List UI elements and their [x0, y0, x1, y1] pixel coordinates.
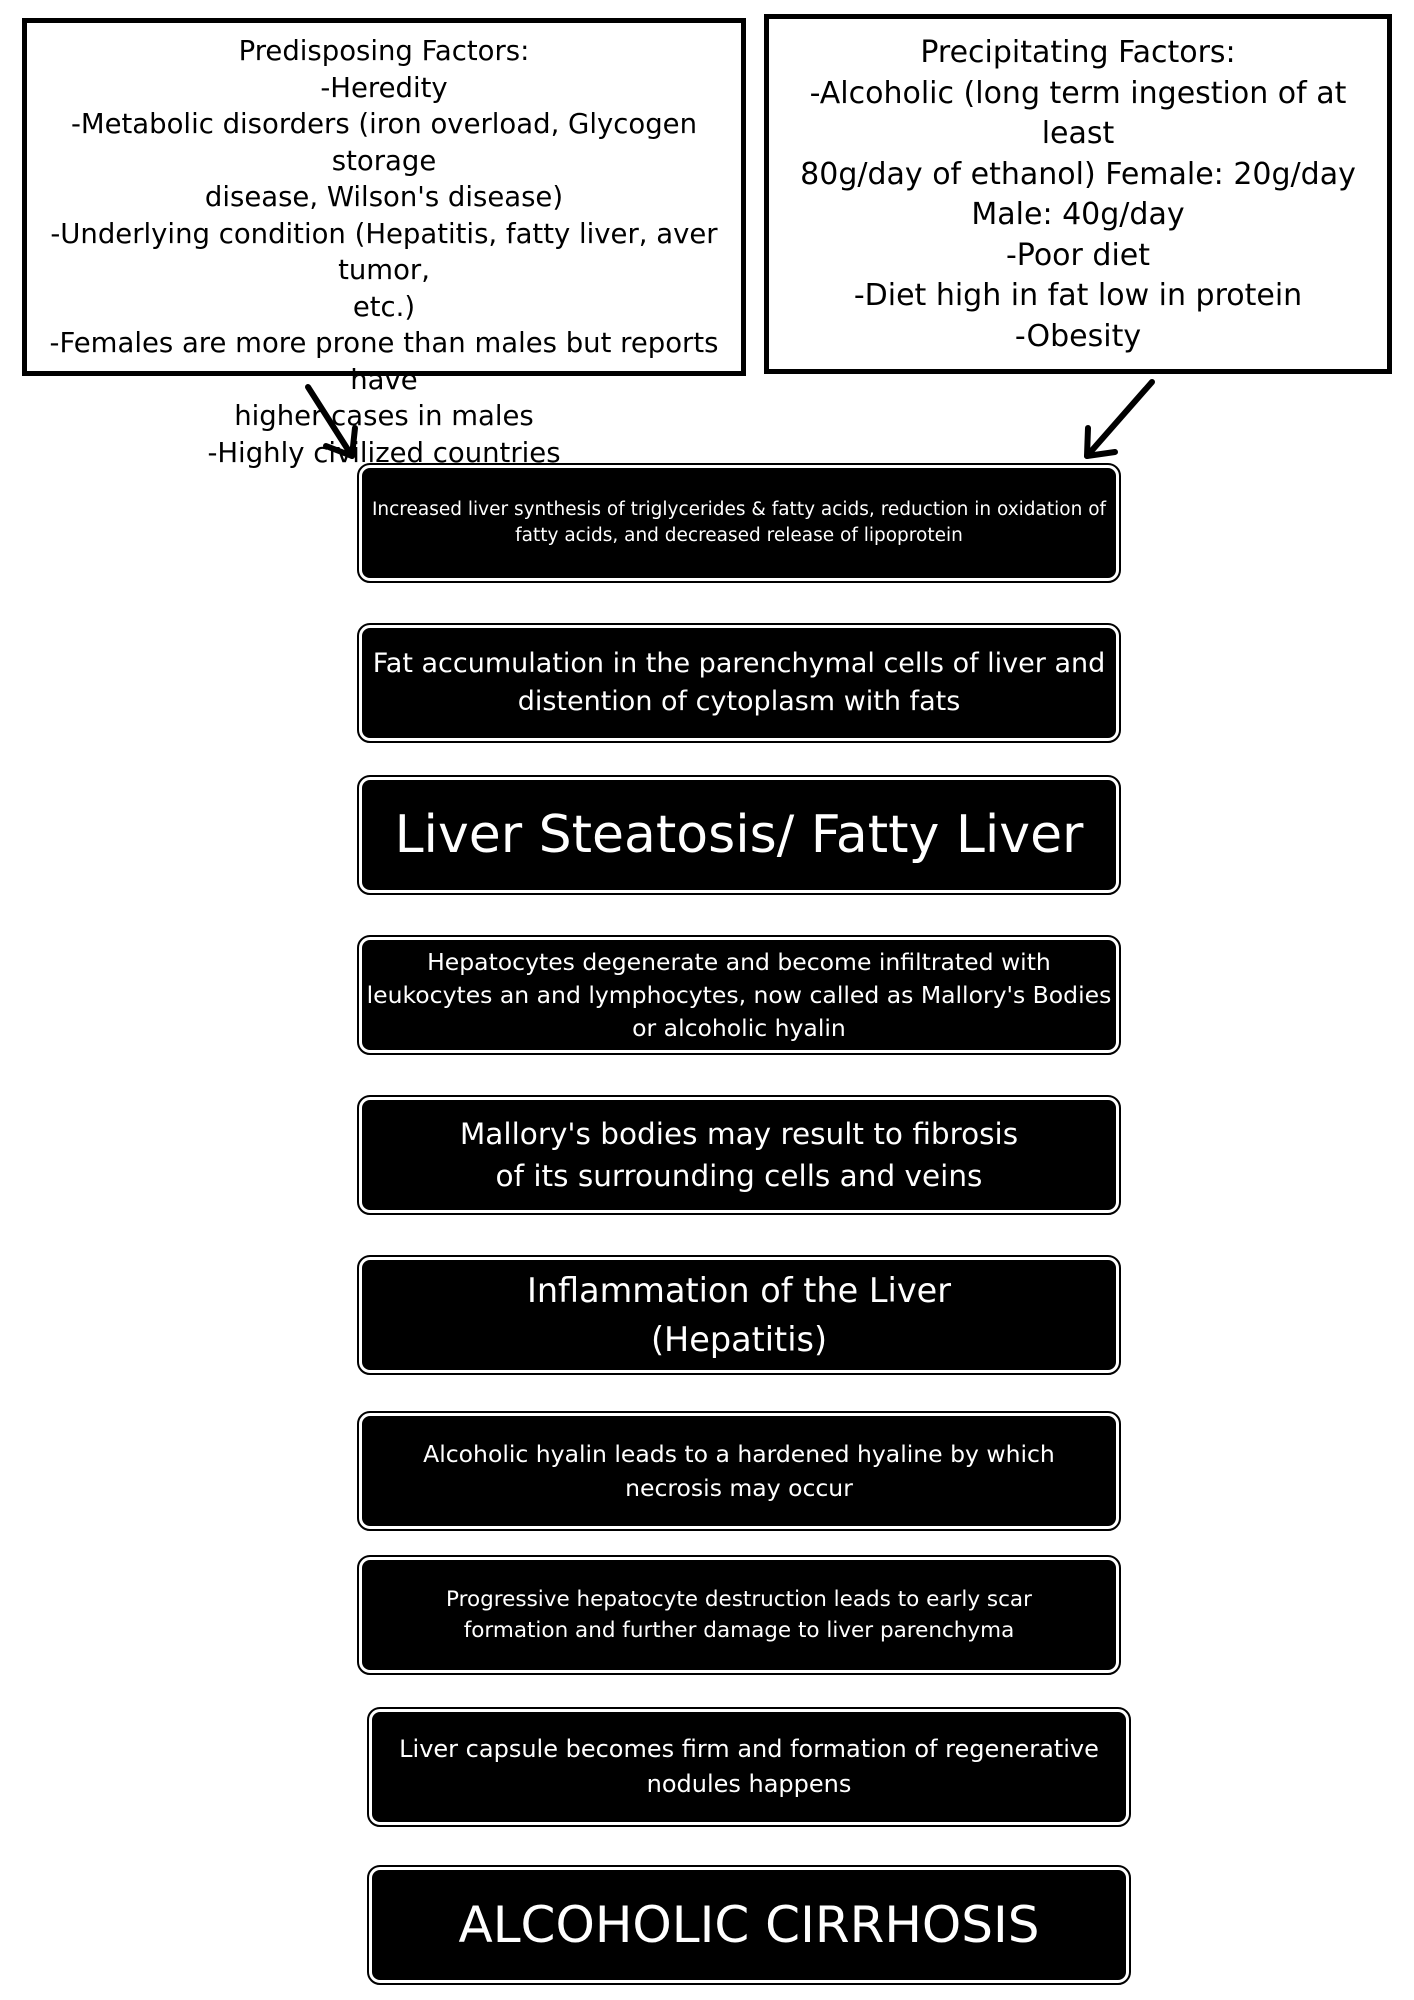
- predisposing-factor-line: etc.): [352, 290, 416, 323]
- step-fat-accumulation: Fat accumulation in the parenchymal cell…: [357, 623, 1121, 743]
- predisposing-factor-line: -Females are more prone than males but r…: [49, 327, 719, 396]
- step-text-line: of its surrounding cells and veins: [495, 1159, 983, 1193]
- predisposing-factor-line: higher cases in males: [234, 400, 534, 432]
- precipitating-factors-heading: Precipitating Factors:: [920, 35, 1236, 70]
- step-text-line: Progressive hepatocyte destruction leads…: [446, 1587, 1032, 1612]
- step-lipid-metabolism: Increased liver synthesis of triglycerid…: [357, 463, 1121, 583]
- precipitating-factor-line: -Alcoholic (long term ingestion of at le…: [809, 75, 1347, 152]
- step-alcoholic-cirrhosis: ALCOHOLIC CIRRHOSIS: [367, 1865, 1131, 1985]
- step-text-line: Liver Steatosis/ Fatty Liver: [394, 805, 1084, 865]
- step-text-line: necrosis may occur: [625, 1474, 853, 1502]
- step-text-line: (Hepatitis): [650, 1320, 828, 1359]
- precipitating-factor-line: Male: 40g/day: [971, 197, 1185, 232]
- precipitating-factor-line: -Poor diet: [1005, 237, 1151, 273]
- predisposing-factor-line: disease, Wilson's disease): [204, 181, 564, 213]
- step-text-line: leukocytes an and lymphocytes, now calle…: [366, 980, 1112, 1009]
- predisposing-factors-box: Predisposing Factors: -Heredity -Metabol…: [22, 18, 746, 469]
- step-liver-steatosis: Liver Steatosis/ Fatty Liver: [357, 775, 1121, 895]
- step-text-line: distention of cytoplasm with fats: [517, 686, 961, 717]
- predisposing-factor-line: -Underlying condition (Hepatitis, fatty …: [50, 217, 718, 287]
- step-text-line: Hepatocytes degenerate and become infilt…: [427, 947, 1051, 976]
- predisposing-factor-line: -Highly civilized countries: [207, 436, 561, 469]
- arrow-right: [1084, 379, 1155, 459]
- precipitating-factor-line: 80g/day of ethanol) Female: 20g/day: [800, 156, 1356, 192]
- step-text-line: Increased liver synthesis of triglycerid…: [371, 499, 1107, 520]
- step-hepatitis: Inflammation of the Liver (Hepatitis): [357, 1255, 1121, 1375]
- step-text-line: ALCOHOLIC CIRRHOSIS: [458, 1896, 1040, 1954]
- step-scar-formation: Progressive hepatocyte destruction leads…: [357, 1555, 1121, 1675]
- predisposing-factor-line: -Metabolic disorders (iron overload, Gly…: [70, 108, 698, 177]
- step-necrosis: Alcoholic hyalin leads to a hardened hya…: [357, 1411, 1121, 1531]
- step-text-line: Mallory's bodies may result to fibrosis: [459, 1117, 1019, 1151]
- step-fibrosis: Mallory's bodies may result to fibrosis …: [357, 1095, 1121, 1215]
- precipitating-factor-line: -Obesity: [1014, 318, 1142, 354]
- step-text-line: fatty acids, and decreased release of li…: [515, 525, 963, 546]
- predisposing-factor-line: -Heredity: [320, 71, 448, 104]
- step-text-line: Alcoholic hyalin leads to a hardened hya…: [423, 1440, 1055, 1468]
- step-text-line: Inflammation of the Liver: [526, 1271, 952, 1310]
- step-text-line: Fat accumulation in the parenchymal cell…: [372, 648, 1106, 679]
- precipitating-factor-line: -Diet high in fat low in protein: [853, 278, 1303, 313]
- step-hepatocyte-degeneration: Hepatocytes degenerate and become infilt…: [357, 935, 1121, 1055]
- predisposing-factors-heading: Predisposing Factors:: [238, 35, 530, 67]
- step-text-line: or alcoholic hyalin: [632, 1013, 846, 1042]
- step-text-line: Liver capsule becomes firm and formation…: [399, 1735, 1099, 1763]
- step-regenerative-nodules: Liver capsule becomes firm and formation…: [367, 1707, 1131, 1827]
- precipitating-factors-box: Precipitating Factors: -Alcoholic (long …: [764, 14, 1392, 374]
- step-text-line: formation and further damage to liver pa…: [463, 1618, 1015, 1643]
- step-text-line: nodules happens: [646, 1770, 852, 1798]
